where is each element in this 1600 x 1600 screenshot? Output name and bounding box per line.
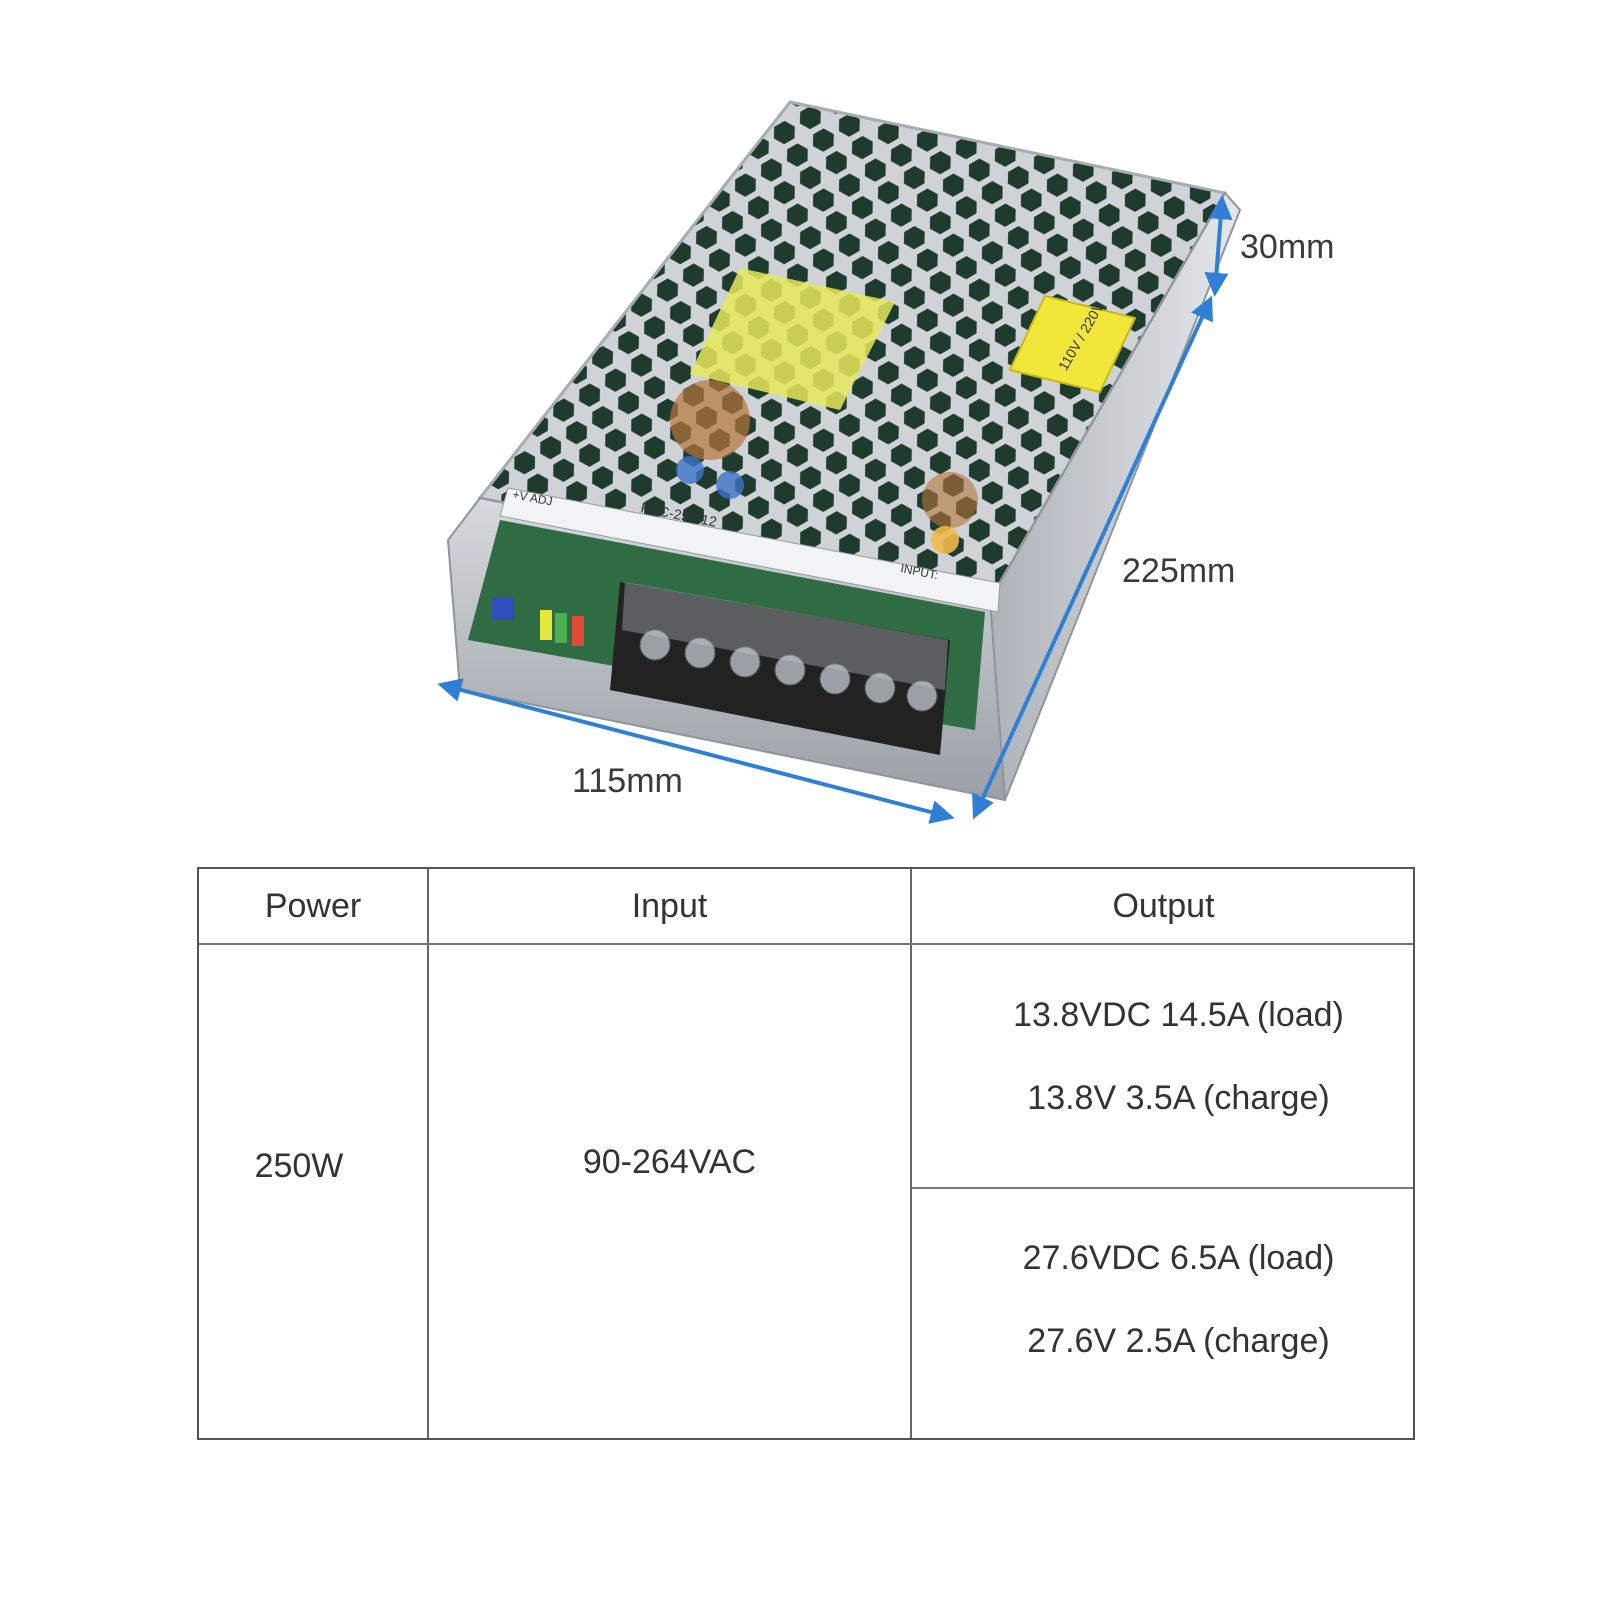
divider-power-input <box>427 869 429 1438</box>
output-2-load: 27.6VDC 6.5A (load) <box>1022 1239 1335 1277</box>
header-output: Output <box>1112 887 1215 925</box>
width-dimension-label: 115mm <box>572 762 683 800</box>
led-green <box>555 613 567 643</box>
divider-input-output <box>910 869 912 1438</box>
width-arrow <box>437 678 955 824</box>
power-supply-illustration: 110V / 220V PSC-250-12 +V ADJ INPUT: <box>437 100 1242 824</box>
header-divider <box>199 943 1413 945</box>
input-value: 90-264VAC <box>582 1143 757 1181</box>
output-1-charge: 13.8V 3.5A (charge) <box>1027 1079 1330 1117</box>
led-yellow <box>540 610 552 640</box>
led-red <box>572 616 584 646</box>
product-figure: 110V / 220V PSC-250-12 +V ADJ INPUT: <box>437 100 1335 824</box>
spec-table: Power Input Output 250W 90-264VAC 13.8VD… <box>197 867 1415 1440</box>
header-power: Power <box>264 887 362 925</box>
height-arrow <box>1204 195 1233 297</box>
length-arrow <box>972 295 1213 820</box>
coil <box>670 380 750 460</box>
height-dimension-label: 30mm <box>1240 228 1335 266</box>
potentiometer <box>492 598 514 620</box>
output-2-charge: 27.6V 2.5A (charge) <box>1027 1322 1330 1360</box>
power-value: 250W <box>254 1147 344 1185</box>
internal-yellow-component <box>690 268 895 410</box>
output-1-load: 13.8VDC 14.5A (load) <box>1013 996 1344 1034</box>
header-input: Input <box>631 887 708 925</box>
output-divider <box>912 1187 1413 1189</box>
terminal-cover <box>622 582 948 690</box>
length-dimension-label: 225mm <box>1122 552 1236 590</box>
